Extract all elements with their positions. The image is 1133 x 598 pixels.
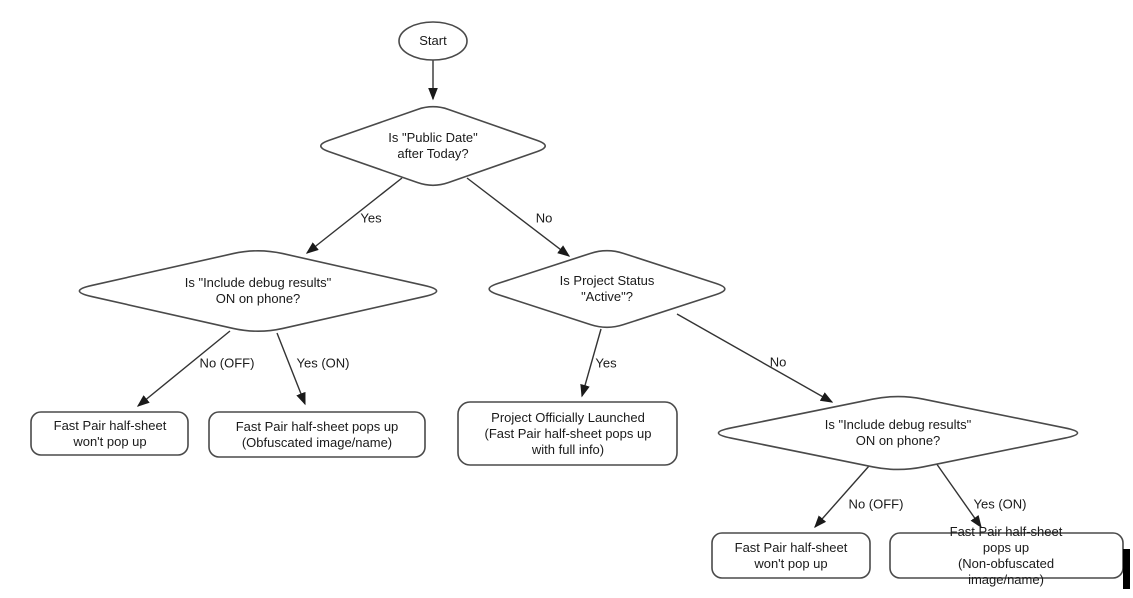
decision-diamond-debug-left bbox=[78, 249, 438, 333]
arrow-yes-to-launched bbox=[580, 328, 602, 398]
node-result-launched: Project Officially Launched (Fast Pair h… bbox=[484, 410, 652, 457]
text-cursor-artifact bbox=[1123, 549, 1130, 589]
arrow-yes-to-debug-left bbox=[305, 177, 403, 254]
node-result-no-popup-right: Fast Pair half-sheet won't pop up bbox=[734, 540, 848, 571]
node-decision-public-date: Is "Public Date" after Today? bbox=[388, 130, 478, 161]
result-box-launched bbox=[457, 401, 678, 466]
result-box-no-popup-left bbox=[30, 411, 189, 456]
node-result-no-popup-left: Fast Pair half-sheet won't pop up bbox=[53, 418, 167, 449]
decision-diamond-project-status bbox=[488, 249, 726, 329]
node-decision-debug-left: Is "Include debug results" ON on phone? bbox=[184, 275, 332, 306]
edge-label-yes-2: Yes bbox=[595, 355, 617, 371]
arrow-no-off-to-no-popup-right bbox=[814, 465, 870, 529]
node-result-obfuscated: Fast Pair half-sheet pops up (Obfuscated… bbox=[235, 419, 399, 450]
edge-label-yes-1: Yes bbox=[360, 210, 382, 226]
edge-label-yes-on-1: Yes (ON) bbox=[296, 355, 350, 371]
decision-diamond-debug-right bbox=[717, 395, 1079, 471]
node-result-non-obfuscated: Fast Pair half-sheet pops up (Non-obfusc… bbox=[949, 524, 1063, 587]
edge-label-yes-on-2: Yes (ON) bbox=[973, 496, 1027, 512]
arrow-yes-on-to-non-obfuscated bbox=[935, 462, 982, 529]
start-ellipse bbox=[398, 21, 468, 61]
edge-label-no-1: No bbox=[535, 210, 553, 226]
edge-label-no-2: No bbox=[769, 354, 787, 370]
node-decision-debug-right: Is "Include debug results" ON on phone? bbox=[824, 417, 972, 448]
edge-label-no-off-2: No (OFF) bbox=[848, 496, 904, 512]
node-decision-project-status: Is Project Status "Active"? bbox=[559, 273, 655, 304]
result-box-no-popup-right bbox=[711, 532, 871, 579]
edge-label-no-off-1: No (OFF) bbox=[199, 355, 255, 371]
arrow-no-off-to-no-popup-left bbox=[136, 330, 231, 407]
arrow-no-to-debug-right bbox=[676, 313, 834, 403]
node-start: Start bbox=[419, 33, 447, 48]
arrow-yes-on-to-obfuscated bbox=[276, 332, 306, 406]
decision-diamond-public-date bbox=[319, 105, 546, 187]
arrow-no-to-project-status bbox=[466, 177, 571, 257]
result-box-obfuscated bbox=[208, 411, 426, 458]
